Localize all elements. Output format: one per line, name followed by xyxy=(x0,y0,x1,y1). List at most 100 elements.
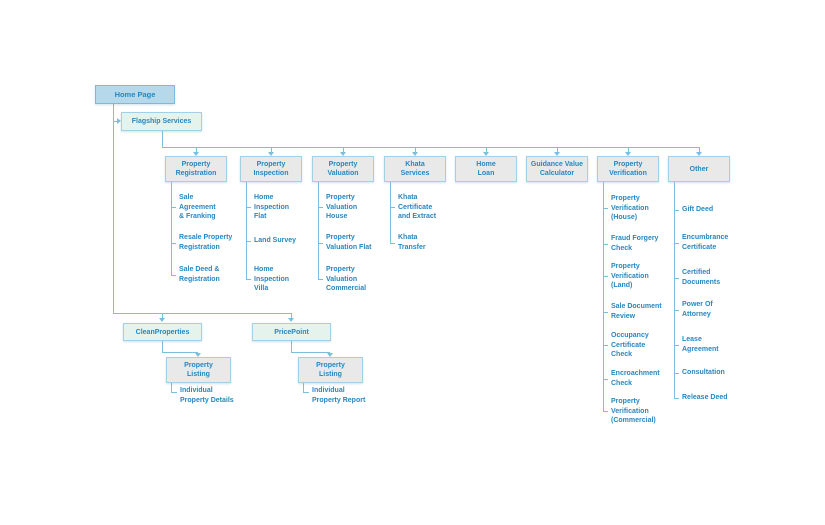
node-label: Flagship Services xyxy=(131,118,192,125)
connector-line xyxy=(603,244,608,245)
connector-line xyxy=(318,207,323,208)
connector-line xyxy=(486,147,487,152)
arrow-down-icon xyxy=(195,353,201,357)
connector-line xyxy=(674,373,679,374)
arrow-down-icon xyxy=(268,152,274,156)
arrow-right-icon xyxy=(117,118,121,124)
connector-line xyxy=(603,379,608,380)
node-category-5: Guidance Value Calculator xyxy=(526,156,588,182)
category-child-item: Resale Property Registration xyxy=(179,234,233,251)
node-label: Property Registration xyxy=(175,161,217,177)
connector-line xyxy=(557,147,558,152)
category-child-item: Certified Documents xyxy=(682,269,721,286)
connector-line xyxy=(246,182,247,279)
connector-line xyxy=(603,276,608,277)
arrow-down-icon xyxy=(193,152,199,156)
connector-line xyxy=(113,104,114,313)
node-label: Other xyxy=(689,165,709,173)
node-label: Guidance Value Calculator xyxy=(530,161,584,177)
connector-line xyxy=(291,352,330,353)
node-label: PricePoint xyxy=(274,328,309,336)
node-label: CleanProperties xyxy=(135,328,190,336)
category-child-item: Property Valuation House xyxy=(326,194,358,220)
node-pricepoint: PricePoint xyxy=(252,323,331,341)
arrow-down-icon xyxy=(288,318,294,322)
connector-line xyxy=(603,312,608,313)
connector-line xyxy=(162,341,163,352)
category-child-item: Gift Deed xyxy=(682,206,714,213)
connector-line xyxy=(343,147,344,152)
connector-line xyxy=(603,182,604,411)
category-child-item: Property Verification (Commercial) xyxy=(611,398,656,424)
connector-line xyxy=(246,279,251,280)
node-label: Property Valuation xyxy=(327,161,359,177)
connector-line xyxy=(674,278,679,279)
arrow-down-icon xyxy=(340,152,346,156)
connector-line xyxy=(171,392,177,393)
category-child-item: Home Inspection Villa xyxy=(254,266,290,292)
category-child-item: Khata Certificate and Extract xyxy=(398,194,437,220)
node-category-6: Property Verification xyxy=(597,156,659,182)
connector-line xyxy=(291,341,292,352)
node-category-3: Khata Services xyxy=(384,156,446,182)
arrow-down-icon xyxy=(483,152,489,156)
connector-line xyxy=(171,243,176,244)
connector-line xyxy=(171,383,172,392)
node-category-0: Property Registration xyxy=(165,156,227,182)
connector-line xyxy=(674,182,675,398)
connector-line xyxy=(246,207,251,208)
category-child-item: Encumbrance Certificate xyxy=(682,234,729,251)
connector-line xyxy=(171,207,176,208)
connector-line xyxy=(171,275,176,276)
category-child-item: Home Inspection Flat xyxy=(254,194,290,220)
node-label: Property Inspection xyxy=(253,161,289,177)
node-category-1: Property Inspection xyxy=(240,156,302,182)
connector-line xyxy=(246,241,251,242)
arrow-down-icon xyxy=(625,152,631,156)
category-child-item: Property Verification (House) xyxy=(611,195,649,221)
connector-line xyxy=(113,121,117,122)
connector-line xyxy=(674,345,679,346)
connector-line xyxy=(303,383,304,392)
connector-line xyxy=(271,147,272,152)
connector-line xyxy=(674,210,679,211)
connector-line xyxy=(196,147,197,152)
node-label: Property Verification xyxy=(609,161,647,177)
leaf-individual-property-report: Individual Property Report xyxy=(312,387,366,404)
category-child-item: Land Survey xyxy=(254,237,297,244)
category-child-item: Property Valuation Commercial xyxy=(326,266,367,292)
connector-line xyxy=(603,345,608,346)
node-category-2: Property Valuation xyxy=(312,156,374,182)
node-category-4: Home Loan xyxy=(455,156,517,182)
category-child-item: Consultation xyxy=(682,369,725,376)
node-label: Property Listing xyxy=(184,362,213,378)
connector-line xyxy=(390,207,395,208)
connector-line xyxy=(162,130,163,147)
connector-line xyxy=(291,313,292,318)
category-child-item: Sale Document Review xyxy=(611,303,662,320)
connector-line xyxy=(162,313,163,318)
node-flagship-services: Flagship Services xyxy=(121,112,202,131)
connector-line xyxy=(113,313,291,314)
connector-line xyxy=(674,398,679,399)
connector-line xyxy=(603,411,608,412)
category-child-item: Khata Transfer xyxy=(398,234,426,251)
node-property-listing-pricepoint: Property Listing xyxy=(298,357,363,383)
connector-line xyxy=(699,147,700,152)
connector-line xyxy=(674,310,679,311)
category-child-item: Occupancy Certificate Check xyxy=(611,332,649,358)
category-child-item: Release Deed xyxy=(682,394,728,401)
node-label: Home Loan xyxy=(476,161,496,177)
connector-line xyxy=(318,243,323,244)
arrow-down-icon xyxy=(412,152,418,156)
node-home-page: Home Page xyxy=(95,85,175,104)
node-category-7: Other xyxy=(668,156,730,182)
node-cleanproperties: CleanProperties xyxy=(123,323,202,341)
node-label: Home Page xyxy=(114,90,156,99)
connector-line xyxy=(303,392,309,393)
category-child-item: Power Of Attorney xyxy=(682,301,713,318)
connector-line xyxy=(318,279,323,280)
category-child-item: Property Verification (Land) xyxy=(611,263,649,289)
node-label: Khata Services xyxy=(400,161,430,177)
